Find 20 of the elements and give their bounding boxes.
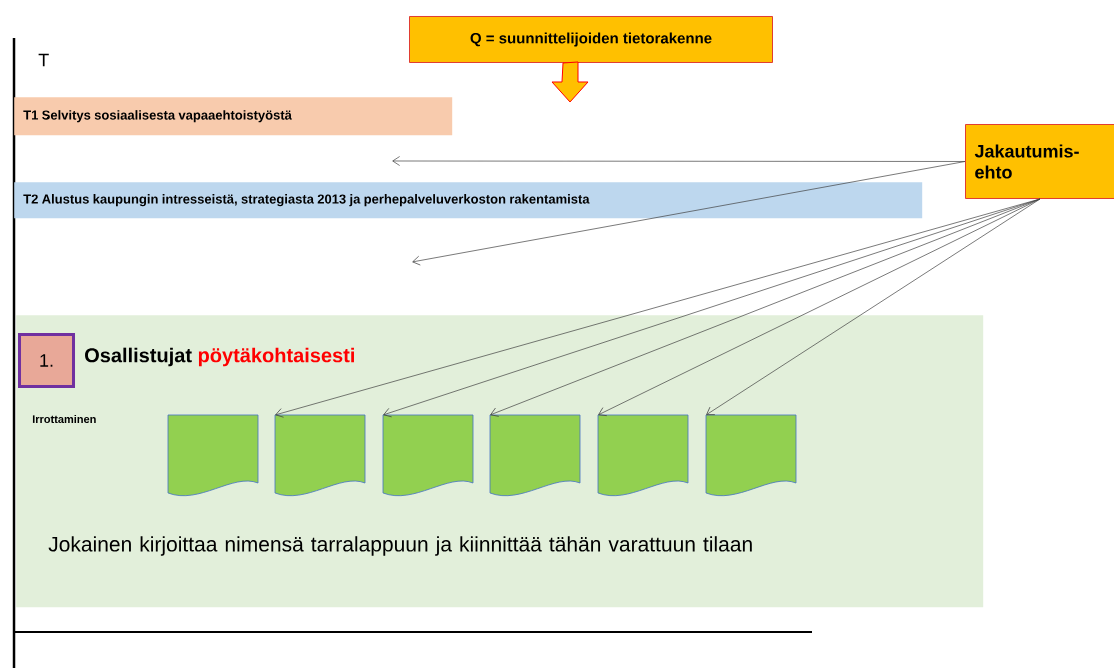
- heading: Osallistujat pöytäkohtaisesti: [85, 347, 354, 367]
- arrow: [706, 198, 1041, 415]
- number-box: 1.: [18, 333, 75, 388]
- arrow: [598, 198, 1041, 417]
- body-text: Jokainen kirjoittaa nimensä tarralappuun ja kiinnittää tähän varattuun tilaan: [48, 536, 752, 556]
- side-label: Irrottaminen: [32, 414, 96, 424]
- title-box: Q = suunnittelijoiden tietorakenne: [409, 16, 773, 63]
- document-shape: [597, 414, 689, 497]
- condition-box: Jakautumis- ehto: [965, 124, 1114, 199]
- document-shape: [705, 414, 797, 497]
- topic-band: T1 Selvitys sosiaalisesta vapaaehtoistyöstä: [14, 97, 453, 136]
- axis-label: T: [38, 53, 49, 67]
- arrow: [412, 161, 966, 266]
- document-shape: [274, 414, 366, 497]
- document-shape: [382, 414, 474, 497]
- topic-band: T2 Alustus kaupungin intresseistä, strategiasta 2013 ja perhepalveluverkoston rakentamista: [14, 182, 923, 219]
- document-shape: [167, 414, 259, 497]
- block-arrow: [551, 61, 589, 103]
- document-shape: [489, 414, 581, 497]
- arrow: [490, 198, 1041, 417]
